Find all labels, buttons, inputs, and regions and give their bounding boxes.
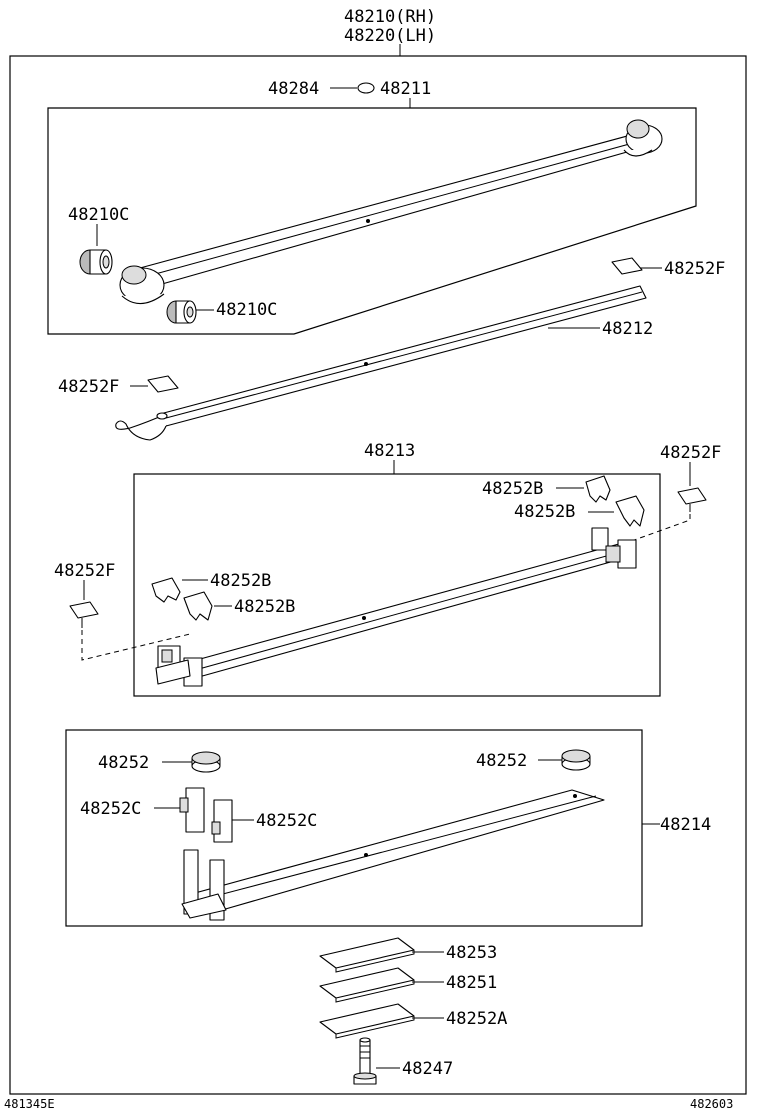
label-48284: 48284: [268, 79, 319, 99]
label-48213: 48213: [364, 441, 415, 461]
footer-left-code: 481345E: [4, 1097, 55, 1111]
label-48210c-top: 48210C: [68, 205, 129, 225]
outer-frame: [9, 55, 747, 1095]
part-48214-fourth-leaf: [181, 789, 605, 921]
part-48252c-spacer-right: [211, 799, 233, 843]
label-48252c-right: 48252C: [256, 811, 317, 831]
part-48253-plate: [319, 937, 415, 973]
part-48252b-clip-c: [151, 577, 181, 603]
label-48211: 48211: [380, 79, 431, 99]
part-48210c-bushing-top: [79, 249, 113, 275]
part-48252f-clip-b: [147, 375, 179, 393]
part-48252f-clip-a: [611, 257, 643, 275]
part-48251-plate: [319, 967, 415, 1003]
label-assembly-rh: 48210(RH): [344, 7, 436, 27]
dash-line-left: [81, 630, 191, 661]
label-48210c-bottom: 48210C: [216, 300, 277, 320]
main-leaf-group-frame: [47, 107, 697, 335]
label-48252b-a: 48252B: [482, 479, 543, 499]
label-48252b-b: 48252B: [514, 502, 575, 522]
label-assembly-lh: 48220(LH): [344, 26, 436, 46]
part-48252f-clip-c: [677, 487, 707, 512]
label-48247: 48247: [402, 1059, 453, 1079]
part-48212-second-leaf: [115, 285, 647, 441]
label-48252f-b: 48252F: [58, 377, 119, 397]
label-48214: 48214: [660, 815, 711, 835]
part-48210c-bushing-bottom: [166, 300, 197, 324]
part-48211-main-leaf: [119, 119, 663, 305]
part-48252-pad-left: [191, 751, 221, 773]
part-48213-third-leaf: [155, 527, 637, 687]
part-48284-bushing: [357, 82, 375, 94]
label-48253: 48253: [446, 943, 497, 963]
part-48252b-clip-b: [615, 495, 645, 527]
part-48252f-clip-d: [69, 601, 99, 628]
label-48252a: 48252A: [446, 1009, 507, 1029]
label-48251: 48251: [446, 973, 497, 993]
label-48252b-d: 48252B: [234, 597, 295, 617]
leaf-48213-group-frame: [133, 473, 661, 697]
part-48252b-clip-d: [183, 591, 213, 621]
label-48252-left: 48252: [98, 753, 149, 773]
label-48212: 48212: [602, 319, 653, 339]
label-48252c-left: 48252C: [80, 799, 141, 819]
footer-right-code: 482603: [690, 1097, 733, 1111]
label-48252b-c: 48252B: [210, 571, 271, 591]
label-48252-right: 48252: [476, 751, 527, 771]
part-48252c-spacer-left: [179, 787, 205, 833]
label-48252f-a: 48252F: [664, 259, 725, 279]
part-48252-pad-right: [561, 749, 591, 771]
part-48247-bolt: [353, 1037, 377, 1085]
label-48252f-d: 48252F: [54, 561, 115, 581]
label-48252f-c: 48252F: [660, 443, 721, 463]
part-48252a-plate: [319, 1003, 415, 1039]
leaf-48214-group-frame: [65, 729, 643, 927]
part-48252b-clip-a: [585, 475, 611, 503]
dash-line-right: [611, 514, 691, 549]
